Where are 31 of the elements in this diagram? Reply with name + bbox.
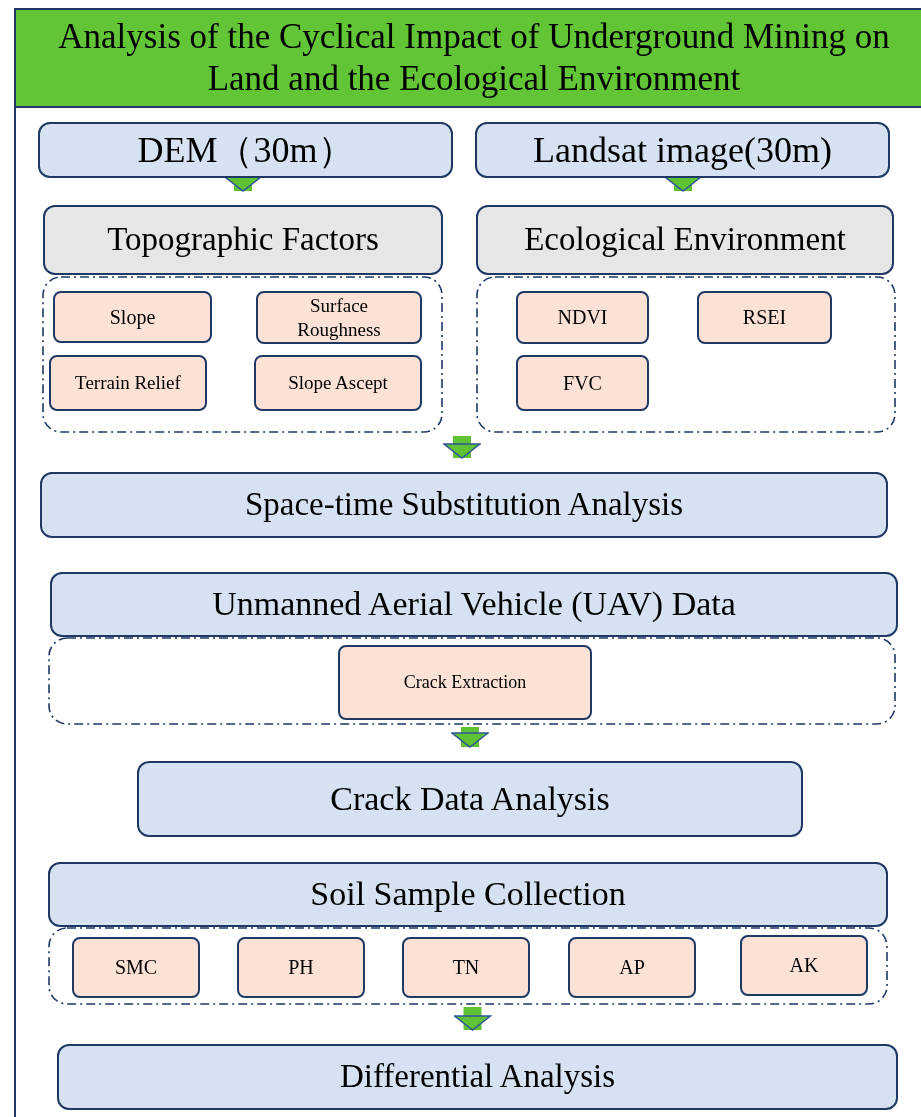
process-box: DEM（30m） [38, 122, 453, 178]
dashed-group-frame [476, 276, 896, 433]
dashed-group-frame [42, 276, 443, 433]
factor-box: TN [402, 937, 530, 998]
block-arrow [451, 727, 489, 748]
factor-box: Crack Extraction [338, 645, 592, 720]
factor-box: PH [237, 937, 365, 998]
process-box: Crack Data Analysis [137, 761, 803, 837]
factor-box: Surface Roughness [256, 291, 422, 344]
process-box: Landsat image(30m) [475, 122, 890, 178]
factor-box: NDVI [516, 291, 649, 344]
category-box: Ecological Environment [476, 205, 894, 275]
block-arrow [443, 436, 481, 459]
process-box: Space-time Substitution Analysis [40, 472, 888, 538]
factor-box: FVC [516, 355, 649, 411]
block-arrow [224, 176, 262, 192]
factor-box: AK [740, 935, 868, 996]
factor-box: Slope [53, 291, 212, 343]
block-arrow [453, 1007, 492, 1031]
dashed-group-frame [48, 637, 896, 725]
factor-box: RSEI [697, 291, 832, 344]
category-box: Topographic Factors [43, 205, 443, 275]
factor-box: AP [568, 937, 696, 998]
factor-box: Slope Ascept [254, 355, 422, 411]
process-box: Differential Analysis [57, 1044, 898, 1110]
factor-box: SMC [72, 937, 200, 998]
factor-box: Terrain Relief [49, 355, 207, 411]
title-banner: Analysis of the Cyclical Impact of Underground Mining on Land and the Ecological Environment [14, 8, 921, 108]
dashed-group-frame [48, 927, 888, 1005]
process-box: Soil Sample Collection [48, 862, 888, 927]
process-box: Unmanned Aerial Vehicle (UAV) Data [50, 572, 898, 637]
